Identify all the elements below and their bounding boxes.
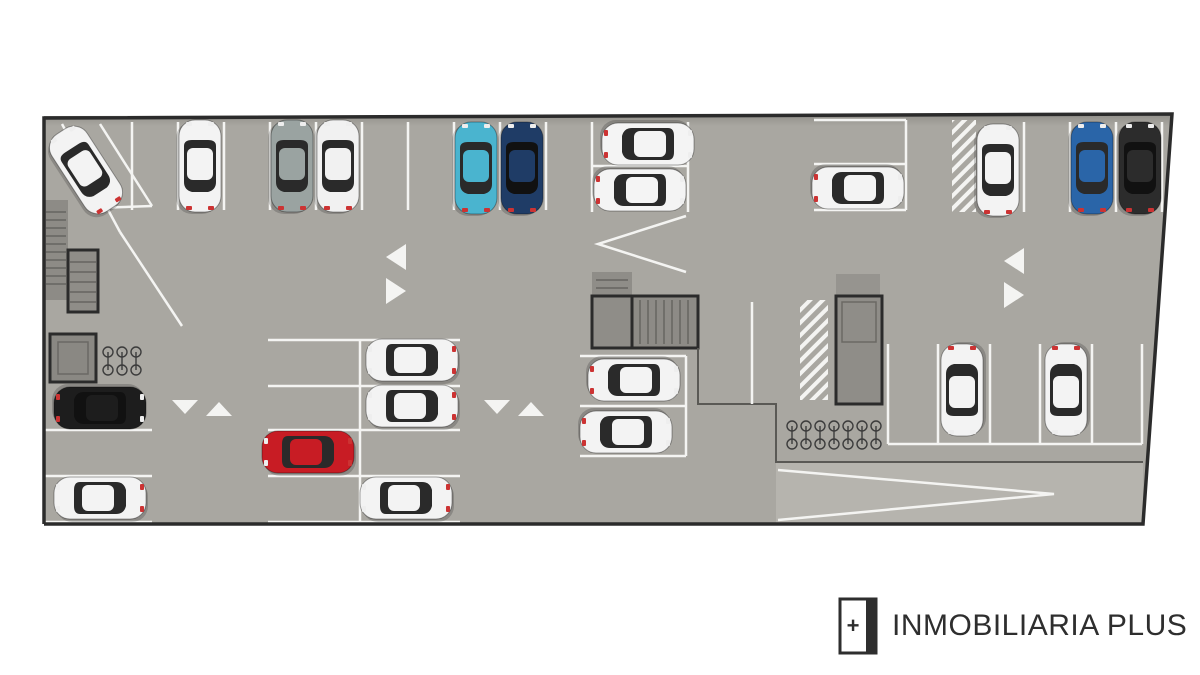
parked-car bbox=[52, 384, 147, 430]
parked-car bbox=[268, 119, 314, 214]
parked-car bbox=[452, 121, 498, 216]
parked-car bbox=[810, 164, 905, 210]
parked-car bbox=[365, 384, 460, 430]
parked-car bbox=[48, 125, 124, 218]
logo-mark-symbol: + bbox=[847, 613, 860, 638]
direction-arrows bbox=[172, 244, 1024, 416]
parked-car bbox=[176, 119, 222, 214]
north-wall-shadow bbox=[44, 116, 1170, 126]
parked-cars bbox=[48, 119, 1162, 522]
brand-logo: + INMOBILIARIA PLUS bbox=[838, 597, 1187, 655]
parked-car bbox=[314, 119, 360, 214]
parked-car bbox=[1044, 342, 1090, 437]
parked-car bbox=[592, 166, 687, 212]
parked-car bbox=[53, 476, 148, 522]
parked-car bbox=[1068, 121, 1114, 216]
parked-car bbox=[600, 120, 695, 166]
bike-rack-left bbox=[102, 346, 142, 376]
parked-car bbox=[498, 121, 544, 216]
parked-car bbox=[578, 408, 673, 454]
right-elevator-core bbox=[800, 274, 884, 406]
brand-name: INMOBILIARIA PLUS bbox=[892, 609, 1188, 642]
parked-car bbox=[940, 342, 986, 437]
lane-markings bbox=[44, 118, 1164, 524]
walls bbox=[42, 112, 1174, 526]
no-parking-hatch bbox=[952, 120, 976, 212]
bike-rack-right bbox=[786, 420, 882, 450]
center-stair-core bbox=[590, 272, 1143, 463]
left-stair-core bbox=[44, 200, 100, 384]
parked-car bbox=[359, 476, 454, 522]
parked-car bbox=[365, 338, 460, 384]
parked-car bbox=[1116, 121, 1162, 216]
parked-car bbox=[974, 123, 1020, 218]
parked-car bbox=[261, 430, 356, 476]
parked-car bbox=[586, 356, 681, 402]
door-plus-icon: + bbox=[838, 597, 878, 655]
